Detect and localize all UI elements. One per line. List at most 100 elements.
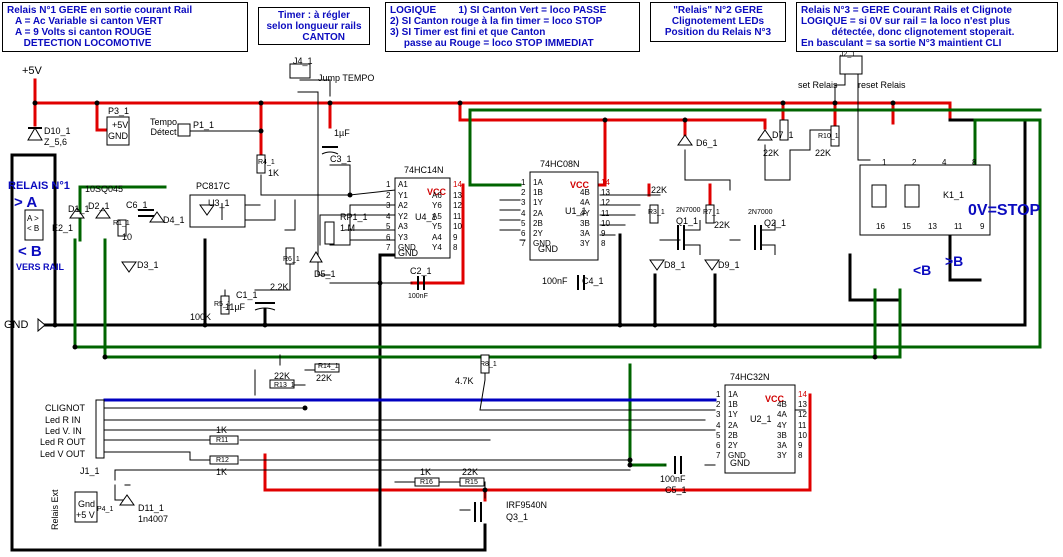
wire-green-signal (73, 108, 1042, 467)
relay-pin-number: 4 (942, 158, 947, 167)
label-r1: R1_1 (113, 220, 130, 227)
pin-number: 2 (521, 188, 526, 198)
label-pc817: PC817C (196, 181, 231, 191)
pin-name: Y5 (432, 222, 442, 231)
relay-pin-number: 1 (882, 158, 887, 167)
diode-d11 (119, 494, 135, 506)
pin-name: 2B (728, 430, 738, 440)
pin-name: 1B (728, 400, 738, 410)
pin-number: 3 (386, 201, 391, 210)
label-r1-value: 10 (122, 232, 133, 242)
label-r8-value: 4.7K (455, 376, 474, 386)
resistor-r10 (830, 125, 840, 147)
label-d3: D3_1 (137, 260, 159, 270)
label-j1: J1_1 (80, 466, 100, 476)
label-led-r-out: Led R OUT (40, 437, 86, 447)
pin-number: 3 (716, 410, 721, 420)
label-e2: E2_1 (52, 223, 74, 233)
label-diode-type: 10SQ045 (85, 184, 124, 194)
pin-name: 2A (533, 208, 543, 218)
wire-red-5v (33, 78, 952, 502)
label-d6: D6_1 (696, 138, 718, 148)
label-c3: C3_1 (330, 154, 352, 164)
label-r7: R7_1 (703, 209, 720, 216)
label-ic3-u: U2_1 (750, 414, 772, 424)
label-d7: D7_1 (772, 130, 794, 140)
resistor-r5 (220, 295, 230, 315)
label-r6: R6_1 (283, 256, 300, 263)
pin-number: 13 (453, 190, 462, 200)
label-r4: R4_1 (258, 159, 275, 166)
label-c4-value: 100nF (542, 276, 568, 286)
pin-name: 4Y (580, 208, 590, 218)
label-q2: Q2_1 (764, 218, 787, 228)
label-r11-value: 1K (216, 425, 228, 435)
label-ic1-vcc: VCC (427, 187, 447, 197)
label-irf: IRF9540N (506, 500, 548, 510)
label-r16-value: 1K (420, 467, 432, 477)
label-d5: D5_1 (314, 269, 336, 279)
label-ic3: 74HC32N (730, 372, 770, 382)
label-c5: C5_1 (665, 485, 687, 495)
connector-p1 (177, 123, 191, 137)
label-r12: R12 (216, 457, 229, 464)
pin-number: 8 (453, 243, 458, 252)
label-r10-value: 22K (815, 148, 832, 158)
pin-number: 11 (798, 420, 807, 430)
label-ic2-gnd: GND (538, 244, 558, 254)
pin-number: 1 (716, 390, 721, 399)
pin-name: 3B (777, 430, 787, 440)
label-j2: J2_1 (840, 51, 856, 58)
pin-number: 13 (601, 188, 610, 198)
label-r12-value: 1K (216, 467, 228, 477)
pin-name: 4Y (777, 420, 787, 430)
connector-p4 (74, 491, 98, 523)
pin-name: 1Y (533, 198, 543, 208)
pin-name: 4A (580, 198, 590, 208)
label-rp1: RP1_1 (340, 212, 368, 222)
pin-name: Y3 (398, 232, 408, 242)
diode-d7 (757, 129, 773, 141)
connector-j1 (95, 399, 105, 459)
pin-number: 14 (798, 390, 807, 399)
pin-name: Y4 (432, 243, 442, 252)
note-relais1: Relais N°1 GERE en sortie courant Rail A… (2, 2, 248, 52)
note-timer: Timer : à régler selon longueur rails CA… (258, 7, 370, 45)
pin-number: 5 (521, 218, 526, 228)
label-5v: +5V (22, 65, 42, 77)
pin-name: 1Y (728, 410, 738, 420)
label-ic3-gnd: GND (730, 458, 750, 468)
relay-pin-number: 2 (912, 158, 917, 167)
label-set-relais: set Relais (798, 80, 838, 90)
label-r16: R16 (420, 479, 433, 486)
relay-pin-number: 8 (972, 158, 977, 167)
pin-number: 5 (716, 430, 721, 440)
label-d2: D2_1 (88, 201, 110, 211)
diode-d6 (677, 134, 693, 146)
label-relais1-title: RELAIS N°1 (8, 180, 70, 192)
pin-number: 8 (601, 239, 606, 249)
pin-number: 6 (521, 229, 526, 238)
label-r7-value: 22K (714, 220, 731, 230)
label-q2-type: 2N7000 (748, 209, 773, 216)
pin-name: A3 (398, 222, 408, 231)
pin-number: 2 (716, 400, 721, 410)
pin-name: 1A (728, 390, 738, 399)
capacitor-c2 (417, 276, 425, 290)
pin-number: 2 (386, 190, 391, 200)
label-r5-value: 100K (190, 312, 212, 322)
label-d4: D4_1 (163, 215, 185, 225)
label-d10-value: Z_5,6 (44, 137, 68, 147)
resistor-r3 (649, 204, 659, 224)
pin-number: 1 (521, 178, 526, 187)
pin-name: GND (398, 243, 416, 252)
pin-name: A4 (432, 232, 442, 242)
label-r3-value: 22K (651, 185, 668, 195)
ic-74hc32 (724, 384, 796, 474)
pin-number: 9 (798, 441, 803, 450)
pin-name: GND (728, 451, 746, 461)
relay-pin-number: 15 (902, 222, 911, 231)
note-logique: LOGIQUE 1) SI Canton Vert = loco PASSE 2… (385, 2, 640, 52)
pin-name: 2Y (728, 441, 738, 450)
